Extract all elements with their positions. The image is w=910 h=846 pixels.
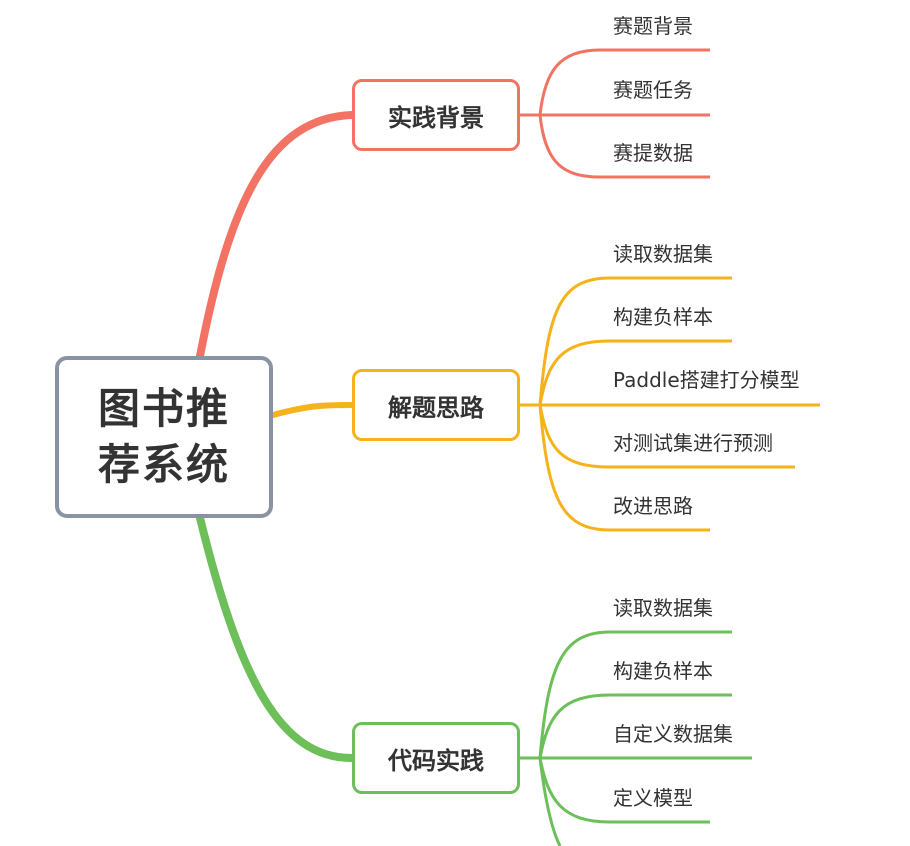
branch-node-jieti-silu: 解题思路: [352, 369, 520, 441]
connector-root-to-daima: [196, 514, 356, 762]
leaf-item: 赛题任务: [613, 78, 693, 102]
leaf-item: 赛题背景: [613, 14, 693, 38]
leaf-item: 构建负样本: [613, 659, 713, 683]
leaf-item: Paddle搭建打分模型: [613, 368, 800, 392]
branch-label: 解题思路: [388, 393, 484, 422]
branch-2-leaf-lines: [520, 276, 820, 532]
leaf-item: 读取数据集: [613, 242, 713, 266]
branch-node-shijian-beijing: 实践背景: [352, 79, 520, 151]
leaf-item: 改进思路: [613, 494, 693, 518]
branch-3-leaf-lines: [520, 630, 752, 846]
leaf-item: 定义模型: [613, 786, 693, 810]
branch-label: 实践背景: [388, 103, 484, 132]
branch-node-daima-shijian: 代码实践: [352, 722, 520, 794]
leaf-item: 自定义数据集: [613, 722, 733, 746]
branch-1-leaf-lines: [520, 48, 710, 179]
branch-label: 代码实践: [388, 746, 484, 775]
leaf-item: 对测试集进行预测: [613, 431, 773, 455]
leaf-item: 构建负样本: [613, 305, 713, 329]
root-node: 图书推荐系统: [55, 356, 273, 518]
root-label: 图书推荐系统: [97, 384, 230, 489]
leaf-item: 赛提数据: [613, 141, 693, 165]
leaf-item: 读取数据集: [613, 596, 713, 620]
connector-root-to-jieti: [270, 402, 355, 418]
connector-root-to-shijian: [196, 111, 356, 360]
